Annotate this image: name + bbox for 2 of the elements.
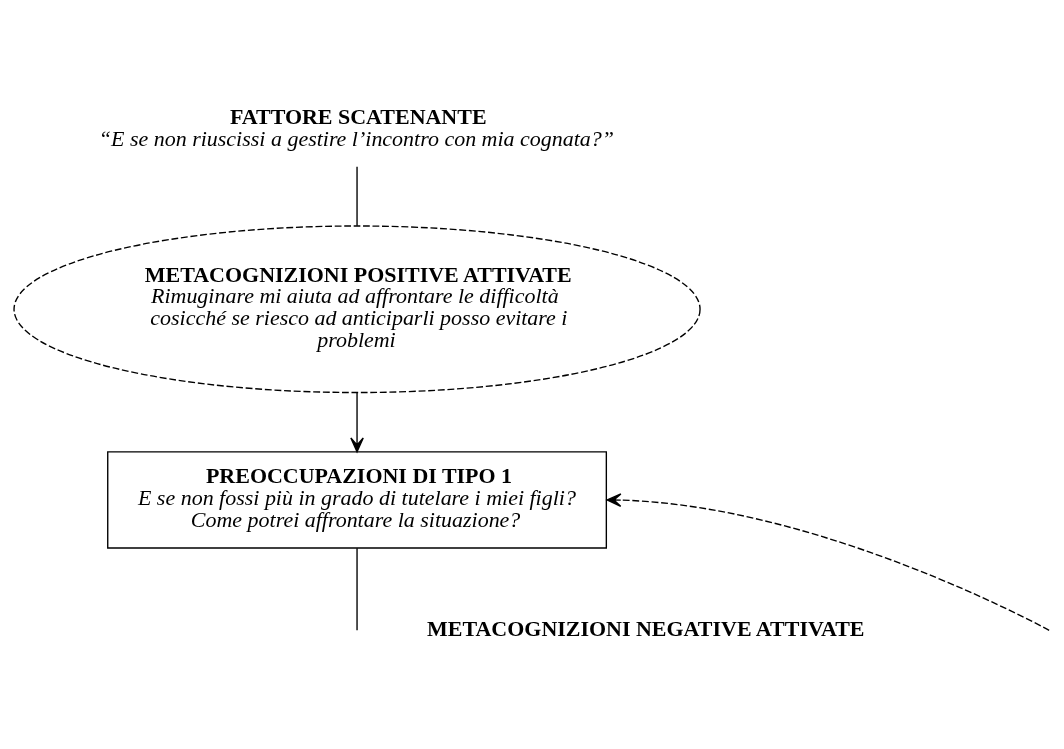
label: METACOGNIZIONI NEGATIVE ATTIVATE <box>427 615 865 641</box>
node-text: FATTORE SCATENANTE “E se non riuscissi a gestire l’incontro con mia cognata?” <box>98 103 615 151</box>
